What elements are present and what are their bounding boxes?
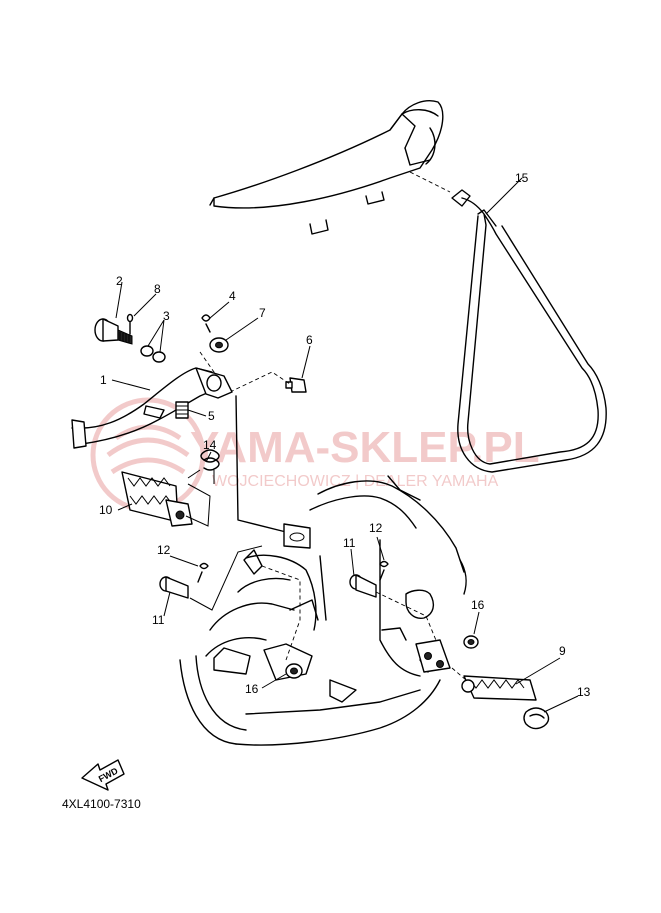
callout-labels: 1 2 3 4 5 6 7 8 9 10 11 11 12 12 13 14 1… — [99, 171, 591, 699]
callout-12-right: 12 — [369, 521, 383, 535]
callout-7: 7 — [259, 306, 266, 320]
washer-part-16-left — [285, 663, 303, 679]
leader-lines — [111, 177, 579, 713]
nipple-part-5 — [175, 401, 189, 419]
callout-16-left: 16 — [245, 682, 259, 696]
pin-part-12-left — [197, 562, 209, 583]
spring-part-14 — [187, 449, 220, 484]
callout-1: 1 — [100, 373, 107, 387]
brake-pedal-part-1 — [71, 367, 233, 449]
fwd-arrow-icon: FWD — [81, 759, 125, 791]
o-rings-part-3 — [140, 345, 166, 363]
callout-11-right: 11 — [343, 536, 356, 550]
callout-16-right: 16 — [471, 598, 485, 612]
callout-15: 15 — [515, 171, 529, 185]
seat-fender-outline — [209, 100, 444, 235]
bolt-part-2 — [94, 318, 133, 345]
bolt-part-11-right — [349, 574, 377, 598]
callout-5: 5 — [208, 409, 215, 423]
diagram-code: 4XL4100-7310 — [62, 797, 141, 811]
pin-part-12-right — [379, 560, 389, 581]
callout-9: 9 — [559, 644, 566, 658]
footrest-right-part-9 — [415, 639, 537, 701]
callout-13: 13 — [577, 685, 591, 699]
bolt-part-11-left — [159, 576, 189, 599]
footrest-left-part-10 — [121, 471, 193, 527]
callout-4: 4 — [229, 289, 236, 303]
watermark-title: YAMA-SKLEP.PL — [190, 423, 540, 472]
frame-outline — [179, 395, 467, 746]
callout-14: 14 — [203, 438, 217, 452]
callout-6: 6 — [306, 333, 313, 347]
callout-2: 2 — [116, 274, 123, 288]
clip-part-13 — [523, 707, 550, 730]
washer-part-7 — [209, 337, 229, 353]
pin-part-4 — [201, 314, 211, 333]
callout-11-left: 11 — [152, 613, 165, 627]
washer-part-16-right — [463, 635, 479, 649]
bolt-part-6 — [285, 377, 307, 393]
callout-8: 8 — [154, 282, 161, 296]
rear-handle-part-15 — [451, 189, 607, 473]
callout-12-left: 12 — [157, 543, 171, 557]
callout-3: 3 — [163, 309, 170, 323]
pin-part-8 — [126, 313, 134, 335]
callout-10: 10 — [99, 503, 113, 517]
watermark: YAMA-SKLEP.PL WOJCIECHOWICZ | DEALER YAM… — [90, 397, 540, 513]
